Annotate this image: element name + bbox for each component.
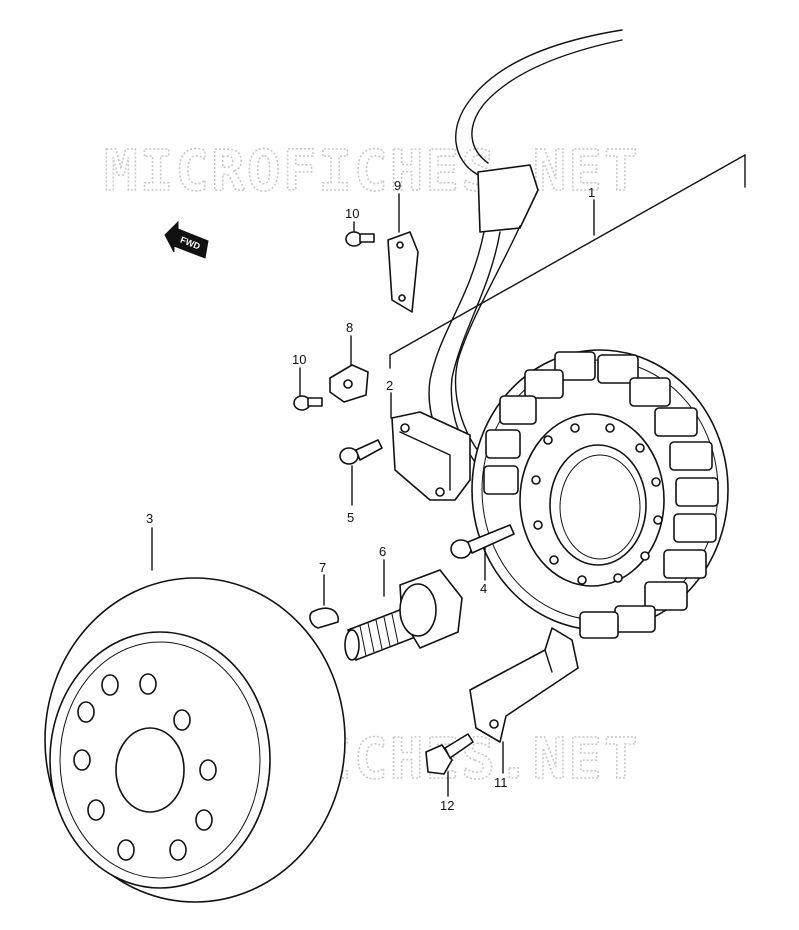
callout-3: 3: [146, 511, 153, 526]
rotor-holes: [73, 673, 217, 861]
key-part-7: [309, 607, 339, 629]
callout-12: 12: [440, 798, 454, 813]
callout-4: 4: [480, 581, 487, 596]
stator-bolt-holes: [531, 423, 663, 585]
screw-part-4: [450, 524, 515, 559]
screw-part-10-upper: [345, 231, 375, 247]
bolt-part-12: [425, 733, 474, 775]
stator-assembly-bracket: [389, 154, 746, 369]
clip-part-8: [329, 364, 369, 403]
leader-lines: [151, 193, 595, 797]
plate-part-9: [387, 231, 419, 313]
fwd-arrow-icon: FWD: [164, 220, 209, 259]
callout-5: 5: [347, 510, 354, 525]
watermark-top: MICROFICHES.NET: [104, 139, 640, 204]
bracket-part-11: [469, 627, 579, 743]
callout-10-upper: 10: [345, 206, 359, 221]
callout-9: 9: [394, 178, 401, 193]
callout-6: 6: [379, 544, 386, 559]
callout-11: 11: [494, 775, 508, 790]
stator-coil-windings: [483, 351, 719, 639]
callout-7: 7: [319, 560, 326, 575]
wiring-harness: [428, 29, 623, 481]
screw-part-5: [339, 439, 383, 465]
callout-1: 1: [588, 185, 595, 200]
stator-coil: [471, 349, 729, 639]
flywheel-rotor-part-3: [44, 577, 346, 903]
bolt-part-6: [344, 569, 463, 661]
callout-8: 8: [346, 320, 353, 335]
callout-2: 2: [386, 378, 393, 393]
callout-10-lower: 10: [292, 352, 306, 367]
wire-clamp-part-2: [391, 411, 471, 501]
screw-part-10-lower: [293, 395, 323, 411]
